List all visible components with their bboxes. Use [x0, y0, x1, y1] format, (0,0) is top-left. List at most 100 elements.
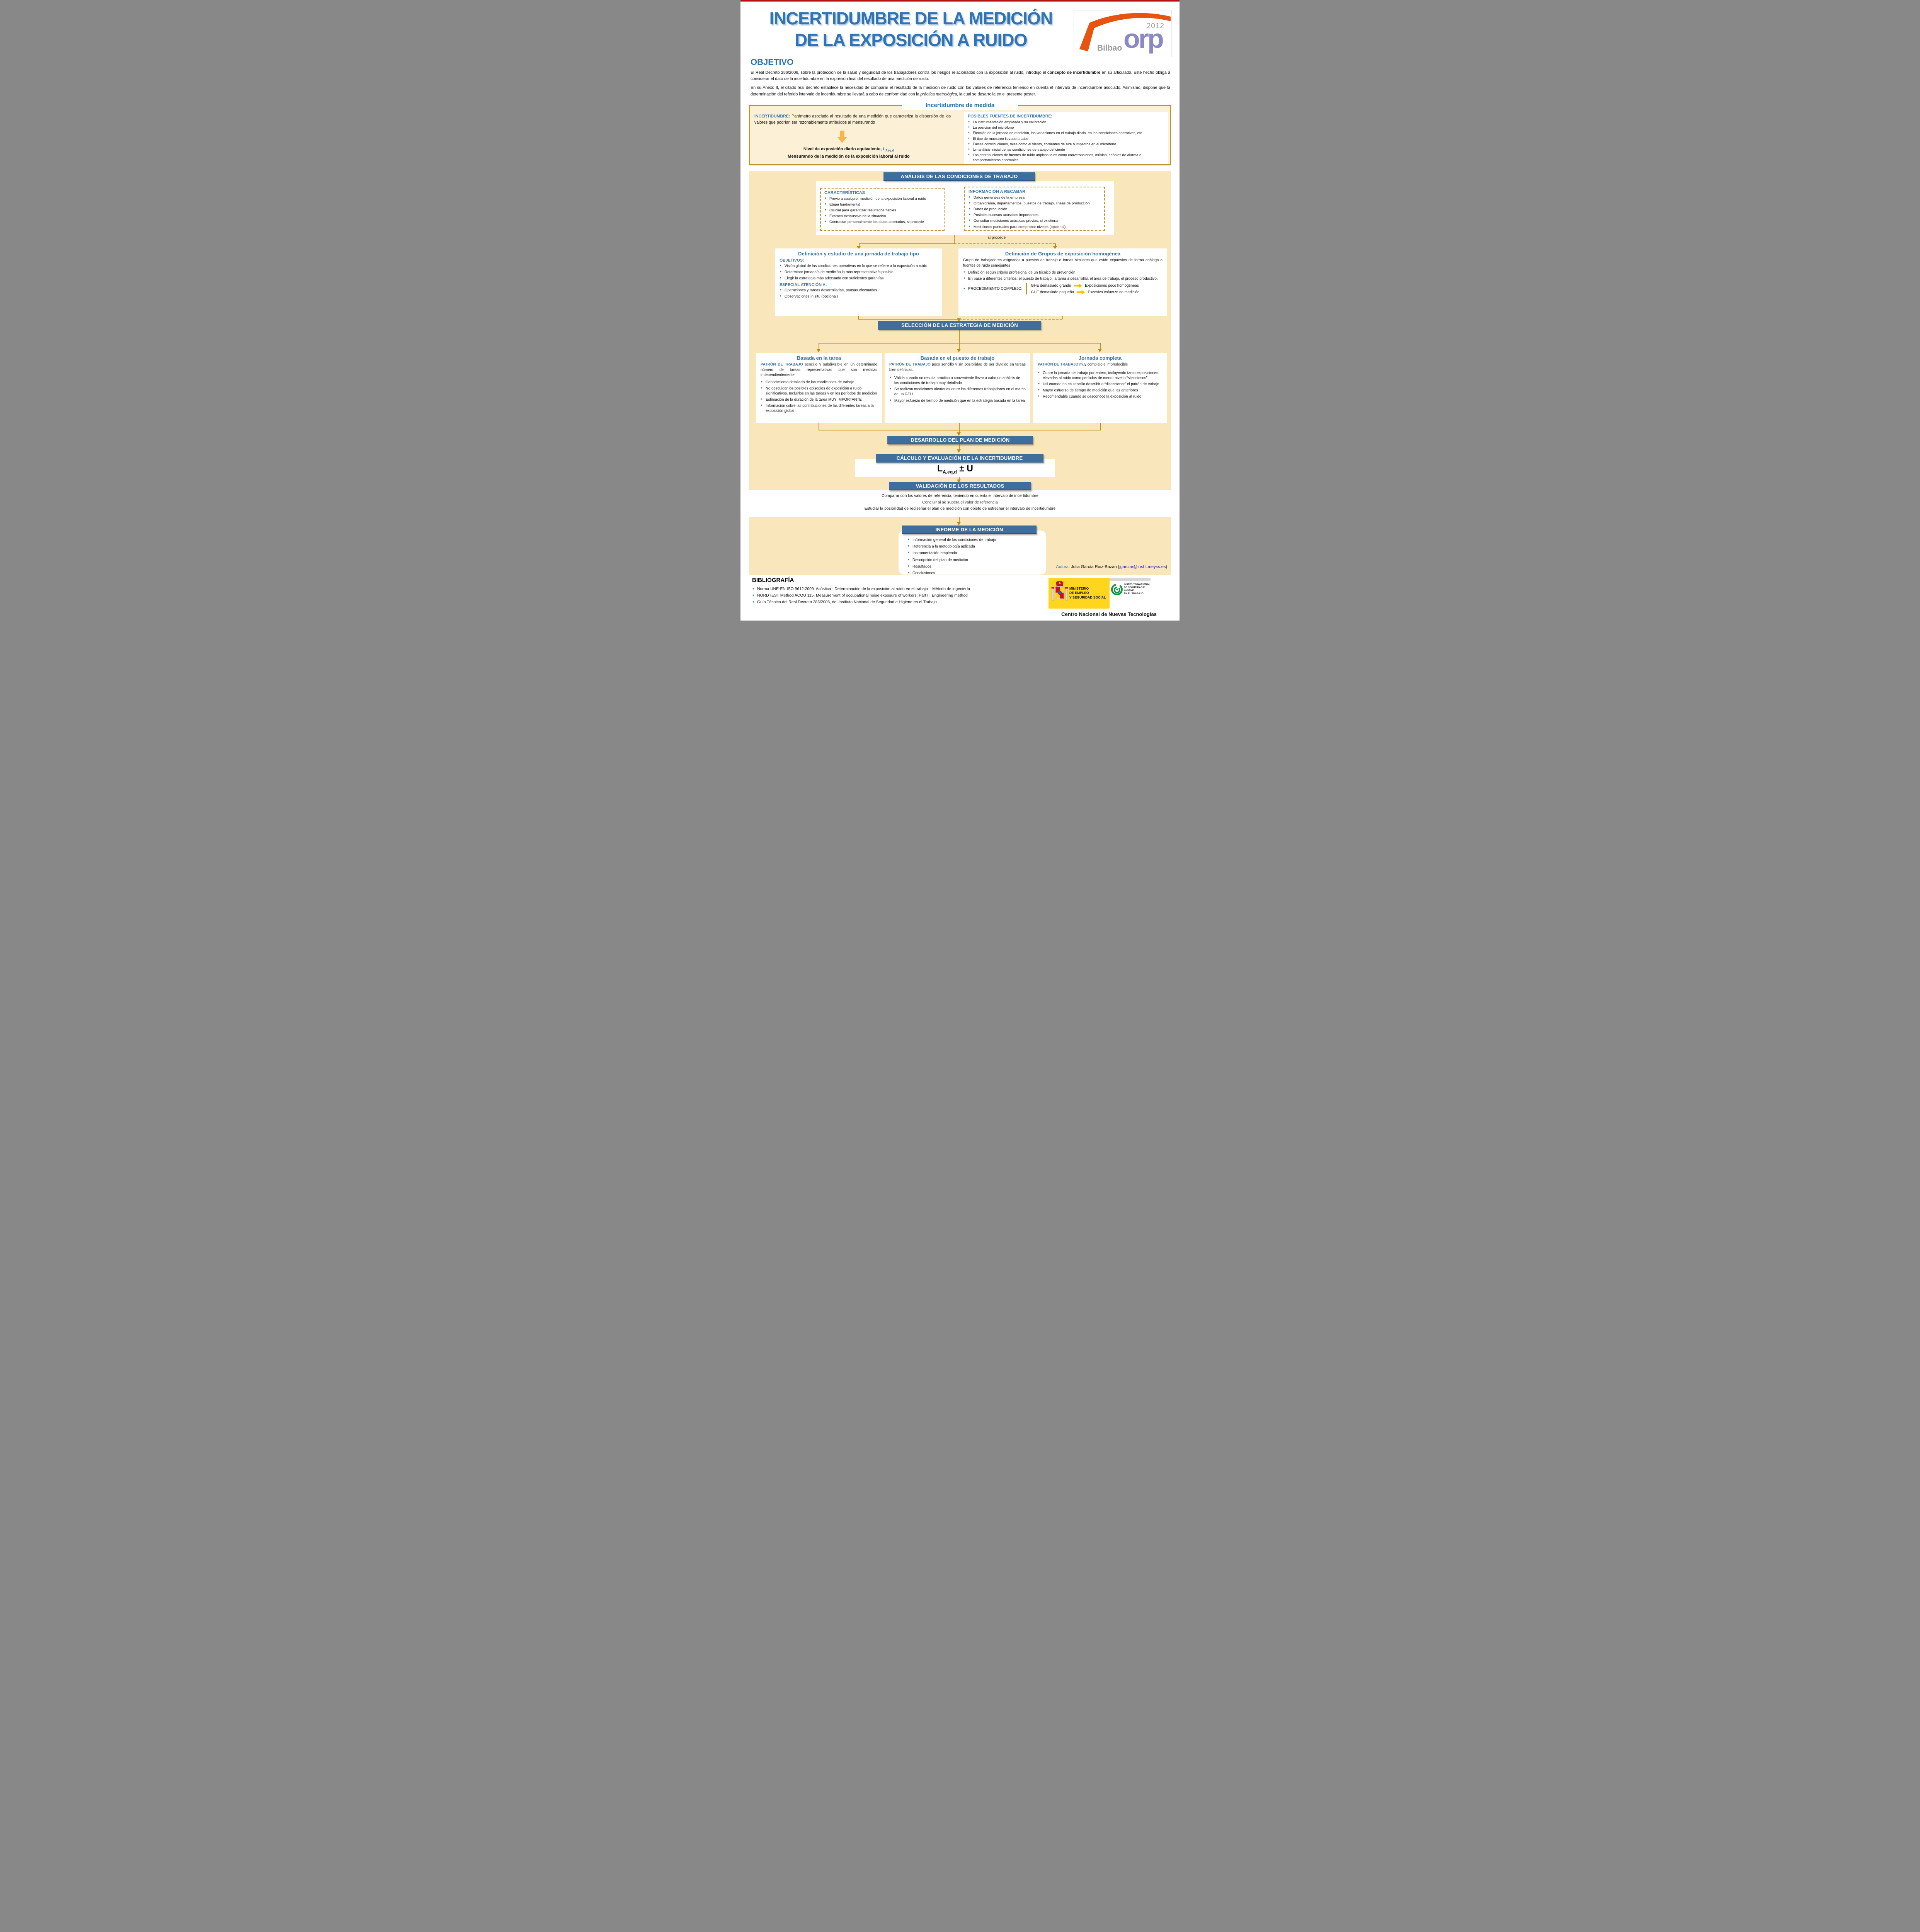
orp-logo-city: Bilbao	[1097, 44, 1122, 53]
estrategia-title: Basada en la tarea	[797, 355, 841, 361]
flow-line	[959, 430, 960, 433]
orp-congress-logo: 2012 Bilbao orp	[1074, 10, 1172, 57]
bibliografia-heading: BIBLIOGRAFÍA	[752, 577, 794, 583]
orp-logo-brand: orp	[1123, 24, 1164, 54]
flow-line	[859, 243, 954, 244]
formula-text: LA,eq,d ± U	[937, 463, 973, 475]
flow-line	[858, 316, 859, 319]
flow-line	[959, 477, 960, 480]
informe-banner: INFORME DE LA MEDICIÓN	[902, 526, 1037, 534]
list-item: Conclusiones	[907, 570, 1039, 576]
list-item: El tipo de muestreo llevado a cabo	[968, 136, 1164, 141]
list-item: Previo a cualquier medición de la exposi…	[824, 196, 940, 201]
flow-arrow-icon	[957, 432, 961, 436]
estrategia-puesto-box: Basada en el puesto de trabajo PATRÓN DE…	[885, 353, 1030, 423]
objetivo-heading: OBJETIVO	[751, 57, 794, 67]
flow-line	[1100, 343, 1101, 349]
list-item: No descuidar los posibles episodios de e…	[761, 386, 877, 396]
insht-gray-bar	[1110, 578, 1151, 581]
list-item: Etapa fundamental	[824, 202, 940, 207]
flow-arrow-icon	[957, 449, 961, 453]
flow-line	[954, 235, 955, 243]
validacion-white-band	[749, 490, 1171, 517]
flow-line	[859, 243, 860, 247]
list-item: Observaciones in situ (opcional)	[780, 294, 938, 299]
fuentes-list: La instrumentación empleada y su calibra…	[968, 120, 1164, 162]
list-item: Información general de las condiciones d…	[907, 537, 1039, 543]
list-item: Mayor esfuerzo de tiempo de medición que…	[1038, 388, 1163, 393]
flow-line	[959, 517, 960, 522]
flow-line-dashed	[954, 243, 1055, 244]
ghe-row: GHE demasiado pequeño Excesivo esfuerzo …	[1031, 290, 1140, 295]
estrategia-list: Cubre la jornada de trabajo por entero, …	[1038, 371, 1163, 399]
orp-logo-year: 2012	[1146, 22, 1164, 30]
list-item: La instrumentación empleada y su calibra…	[968, 120, 1164, 124]
list-item: Cubre la jornada de trabajo por entero, …	[1038, 371, 1163, 381]
author-line: Autora: Julia García Ruiz-Bazán (jgarcia…	[1056, 565, 1167, 569]
ministerio-text: MINISTERIO DE EMPLEO Y SEGURIDAD SOCIAL	[1069, 587, 1106, 599]
list-item: Determinar jornada/s de medición lo más …	[780, 270, 938, 275]
list-item: Información sobre las contribuciones de …	[761, 403, 877, 413]
caracteristicas-list: Previo a cualquier medición de la exposi…	[824, 196, 940, 225]
top-border-line	[740, 0, 1180, 2]
objetivo-paragraph-2: En su Anexo II, el citado real decreto e…	[751, 85, 1170, 97]
list-item: Norma UNE-EN ISO 9612:2009. Acústica - D…	[752, 586, 989, 592]
fuentes-heading: POSIBLES FUENTES DE INCERTIDUMBRE:	[968, 114, 1052, 119]
grupos-list: Definición según criterio profesional de…	[963, 270, 1163, 281]
list-item: Organigrama, departamentos, puestos de t…	[969, 201, 1101, 206]
caracteristicas-box: CARACTERÍSTICAS Previo a cualquier medic…	[820, 188, 945, 231]
flow-arrow-icon	[857, 246, 861, 250]
list-item: En base a diferentes criterios: el puest…	[963, 276, 1163, 281]
list-item: Las contribuciones de fuentes de ruido a…	[968, 153, 1164, 162]
flow-line-dashed	[959, 319, 1062, 320]
caracteristicas-heading: CARACTERÍSTICAS	[824, 190, 865, 195]
list-item: Elección de la jornada de medición, las …	[968, 131, 1164, 135]
centro-nacional-text: Centro Nacional de Nuevas Tecnologías	[1061, 611, 1157, 617]
estrategia-title: Basada en el puesto de trabajo	[920, 355, 995, 361]
estrategia-jornada-box: Jornada completa PATRÓN DE TRABAJO muy c…	[1033, 353, 1167, 423]
grupos-title: Definición de Grupos de exposición homog…	[1005, 251, 1121, 257]
estrategia-tarea-box: Basada en la tarea PATRÓN DE TRABAJO sen…	[756, 353, 882, 423]
flow-arrow-icon	[957, 522, 961, 526]
flow-arrow-icon	[1053, 246, 1057, 250]
patron-intro: PATRÓN DE TRABAJO muy complejo e imprede…	[1038, 362, 1128, 367]
estrategia-title: Jornada completa	[1078, 355, 1122, 361]
especial-heading: ESPECIAL ATENCIÓN A:	[780, 282, 827, 287]
list-item: Recomendable cuando se desconoce la expo…	[1038, 394, 1163, 399]
author-email-link[interactable]: jgarciar@insht.meyss.es	[1119, 565, 1166, 569]
list-item: Mediciones puntuales para comprobar nive…	[969, 224, 1101, 230]
flow-line-dashed	[1062, 316, 1063, 319]
ghe-arrow-icon	[1074, 283, 1083, 288]
ghe-row: GHE demasiado grande Exposiciones poco h…	[1031, 283, 1139, 288]
flow-arrow-icon	[957, 318, 961, 322]
list-item: Instrumentación empleada	[907, 550, 1039, 556]
estrategia-list: Válida cuando no resulta práctico o conv…	[889, 376, 1026, 403]
list-item: Guía Técnica del Real Decreto 286/2006, …	[752, 599, 989, 605]
validacion-text: Comparar con los valores de referencia, …	[787, 493, 1133, 512]
patron-intro: PATRÓN DE TRABAJO sencillo y subdivisibl…	[761, 362, 877, 378]
orp-swoosh-icon	[1079, 13, 1171, 51]
poster-title-line1: INCERTIDUMBRE DE LA MEDICIÓN	[769, 9, 1053, 28]
insht-text: INSTITUTO NACIONAL DE SEGURIDAD E HIGIEN…	[1124, 583, 1151, 595]
insht-logo: INSTITUTO NACIONAL DE SEGURIDAD E HIGIEN…	[1110, 578, 1151, 609]
grupos-homogeneos-box: Definición de Grupos de exposición homog…	[958, 248, 1167, 316]
list-item: Un análisis inicial de las condiciones d…	[968, 147, 1164, 152]
grupos-intro: Grupo de trabajadores asignados a puesto…	[963, 258, 1163, 268]
incertidumbre-definition: INCERTIDUMBRE: Parámetro asociado al res…	[754, 114, 951, 125]
list-item: Datos generales de la empresa	[969, 195, 1101, 200]
spain-coat-of-arms-icon	[1051, 581, 1068, 601]
list-item: Referencia a la metodología aplicada	[907, 544, 1039, 549]
list-item: Posibles sucesos acústicos importantes	[969, 213, 1101, 218]
validacion-line: Estudiar la posibilidad de rediseñar el …	[864, 507, 1056, 511]
objetivos-heading: OBJETIVOS:	[780, 258, 804, 263]
validacion-banner: VALIDACIÓN DE LOS RESULTADOS	[889, 482, 1031, 490]
bibliografia-list: Norma UNE-EN ISO 9612:2009. Acústica - D…	[752, 586, 989, 606]
calculo-banner: CÁLCULO Y EVALUACIÓN DE LA INCERTIDUMBRE	[876, 454, 1043, 463]
list-item: Definición según criterio profesional de…	[963, 270, 1163, 275]
ghe-arrow-icon	[1076, 290, 1085, 295]
flow-arrow-icon	[957, 349, 961, 352]
list-item: La posición del micrófono	[968, 125, 1164, 130]
objetivo-paragraph-1: El Real Decreto 286/2006, sobre la prote…	[751, 70, 1170, 82]
list-item: Contrastar personalmente los datos aport…	[824, 219, 940, 224]
flow-line	[1100, 423, 1101, 430]
